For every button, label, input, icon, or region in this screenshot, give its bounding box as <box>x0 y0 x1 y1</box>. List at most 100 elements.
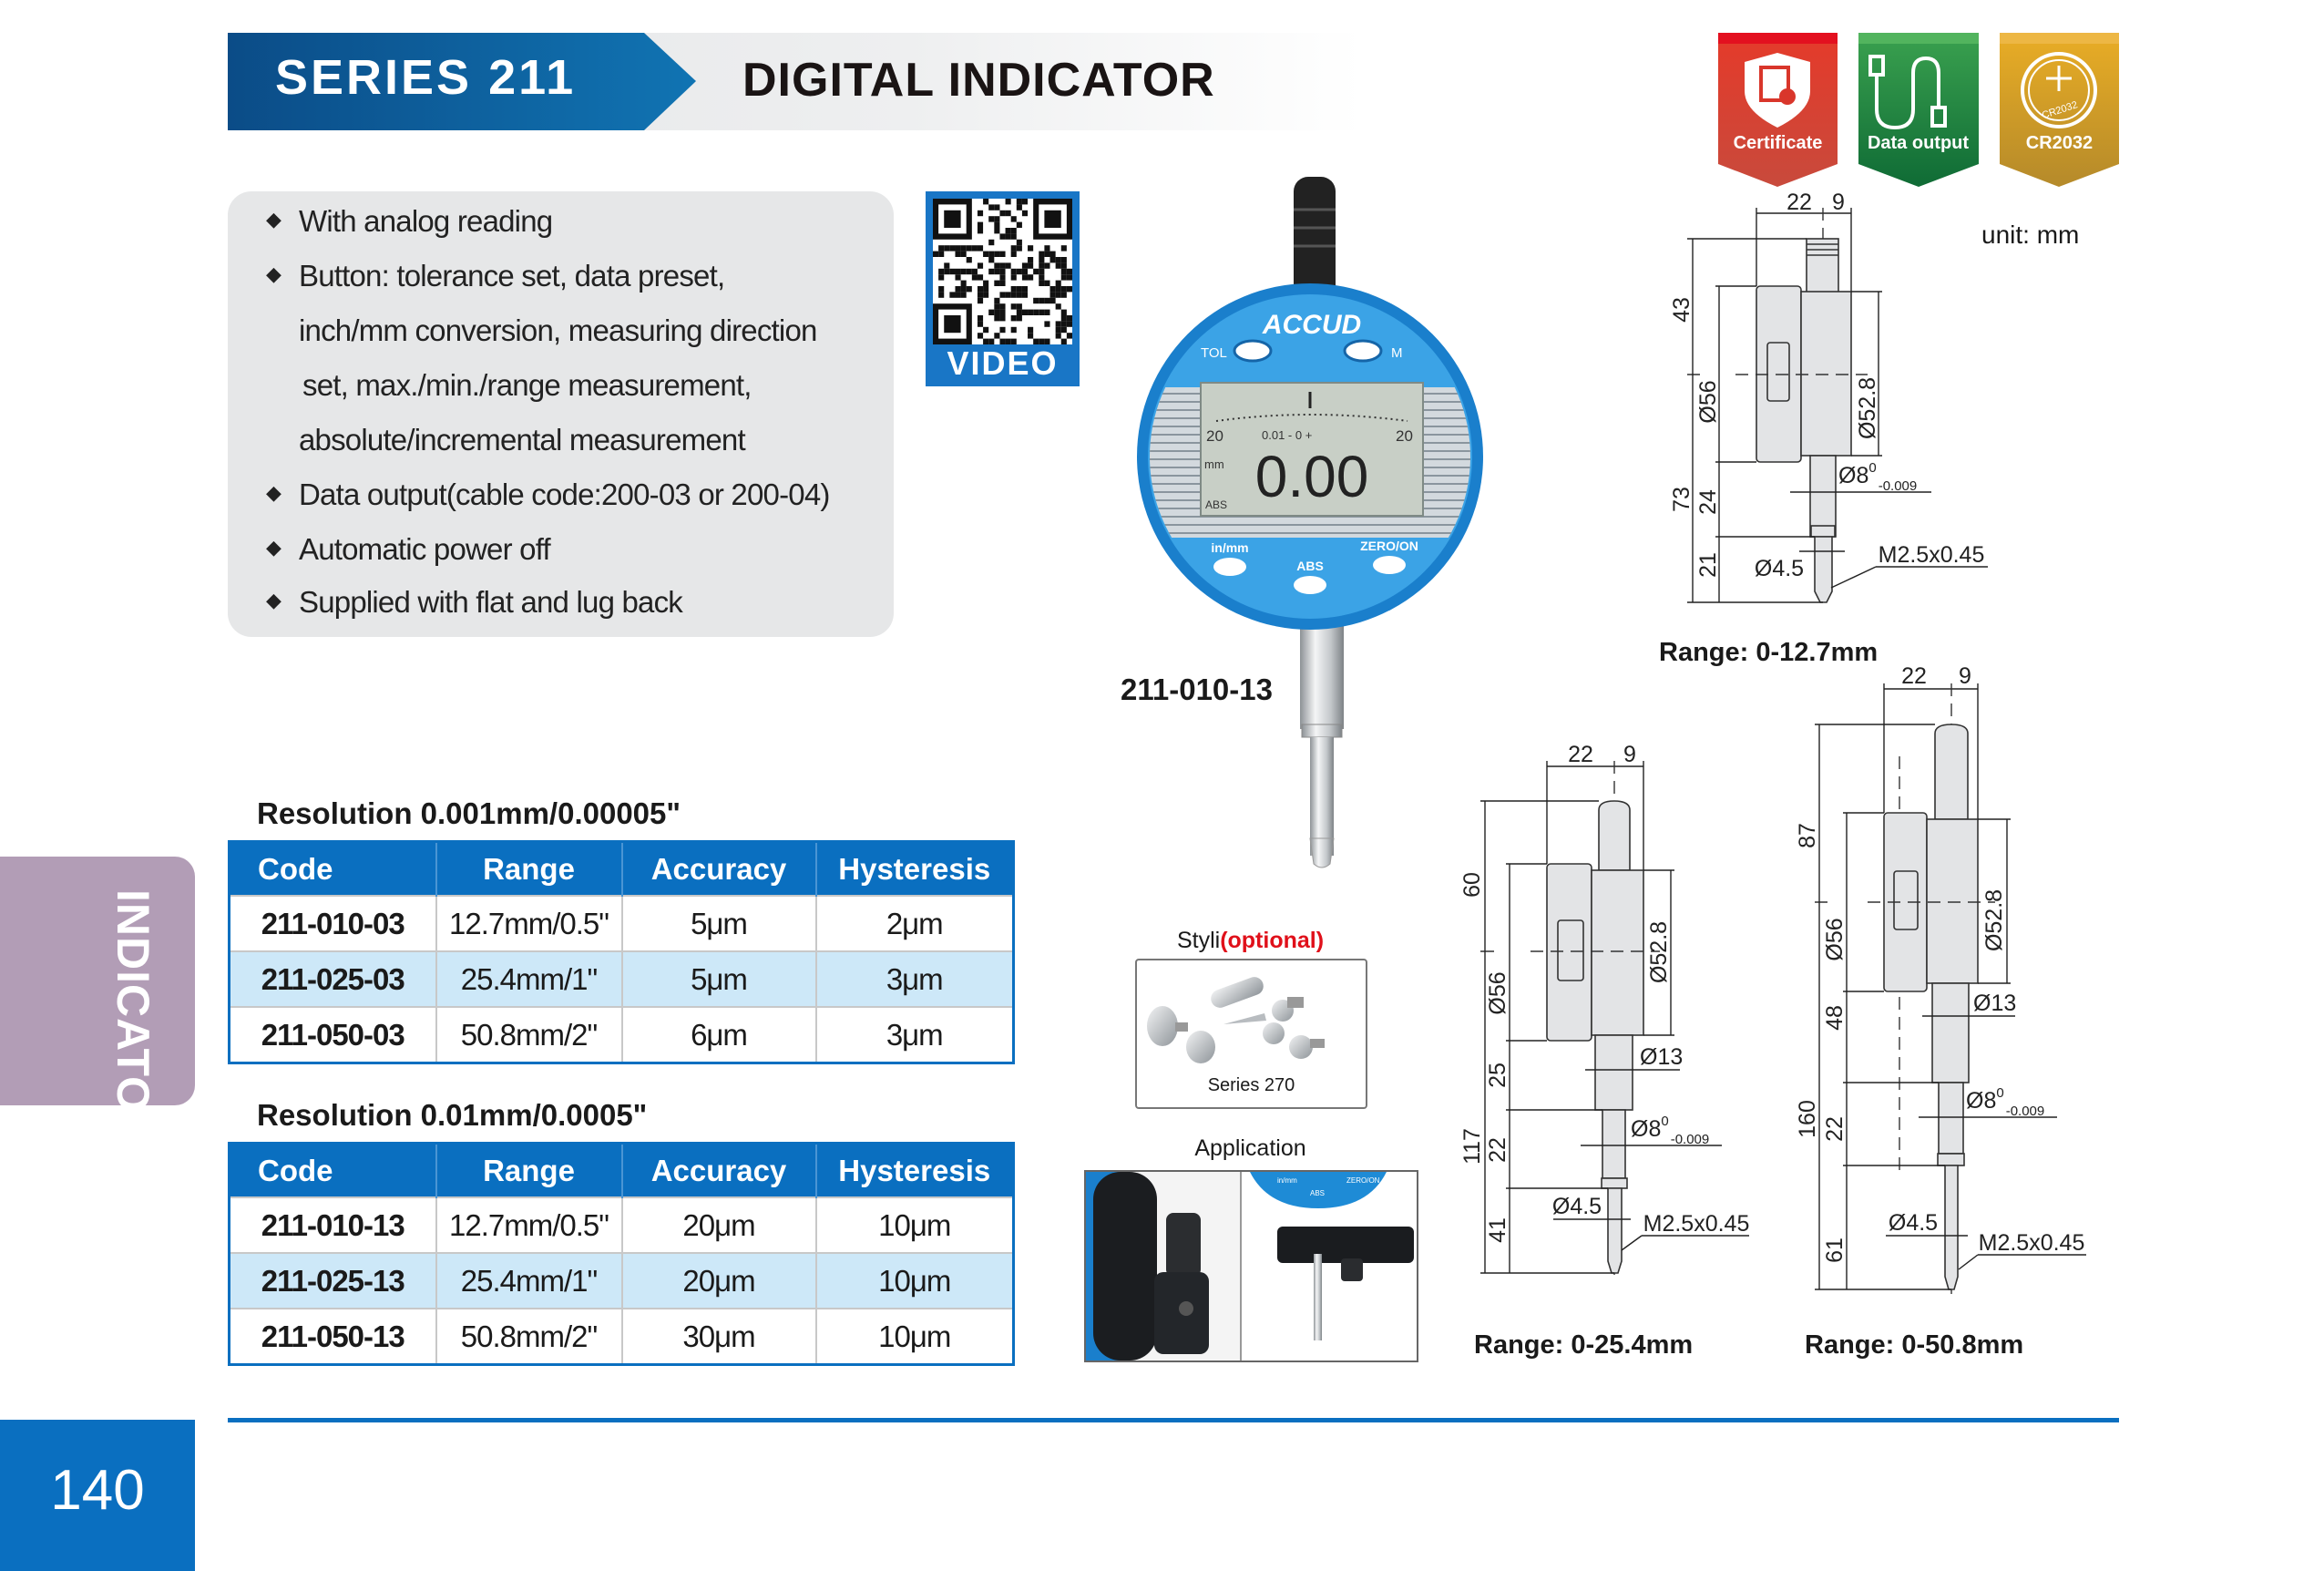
bullet-icon: ◆ <box>266 208 282 231</box>
dim-height-total: 117 <box>1459 1128 1485 1165</box>
m-button[interactable] <box>1343 339 1383 363</box>
lcd-range-right: 20 <box>1396 427 1413 445</box>
features-box: ◆ With analog reading ◆ Button: toleranc… <box>228 191 894 637</box>
table-header-row: Code Range Accuracy Hysteresis <box>229 841 1015 896</box>
cell-code: 211-010-13 <box>229 1196 437 1253</box>
cell-range: 25.4mm/1" <box>435 1252 623 1309</box>
dim-collar-length: 48 <box>1822 1005 1848 1031</box>
tol-label: TOL <box>1201 345 1227 361</box>
dim-thread: M2.5x0.45 <box>1643 1211 1750 1237</box>
feature-line: Button: tolerance set, data preset, <box>299 259 725 293</box>
cell-range: 12.7mm/0.5" <box>435 895 623 951</box>
abs-button[interactable] <box>1294 576 1326 594</box>
resolution-title-standard: Resolution 0.01mm/0.0005" <box>257 1098 648 1132</box>
unit-label: unit: mm <box>1981 221 2080 249</box>
app-inmm-label: in/mm <box>1277 1176 1297 1185</box>
series-label: SERIES 211 <box>275 50 577 105</box>
cell-code: 211-050-13 <box>229 1308 437 1365</box>
coin-battery-icon <box>2021 52 2097 128</box>
cell-accuracy: 30μm <box>621 1308 817 1365</box>
cell-accuracy: 20μm <box>621 1196 817 1253</box>
cell-range: 25.4mm/1" <box>435 950 623 1007</box>
cell-code: 211-010-03 <box>229 895 437 951</box>
inmm-label: in/mm <box>1211 540 1248 555</box>
dim-body-diameter: Ø56 <box>1485 971 1510 1014</box>
dim-height-total: 73 <box>1669 487 1694 512</box>
range-label-12-7: Range: 0-12.7mm <box>1659 638 1879 667</box>
dim-tip-length: 41 <box>1485 1217 1510 1243</box>
footer-divider <box>228 1418 2119 1422</box>
zero-on-label: ZERO/ON <box>1360 539 1418 553</box>
lcd-value: 0.00 <box>1255 444 1369 509</box>
lcd-scale: 0.01 - 0 + <box>1262 428 1312 442</box>
application-photo: in/mm ABS ZERO/ON <box>1086 1172 1414 1361</box>
bullet-icon: ◆ <box>266 589 282 611</box>
bullet-icon: ◆ <box>266 536 282 559</box>
page-number-box: 140 <box>0 1420 195 1571</box>
dim-body-diameter: Ø56 <box>1822 918 1848 960</box>
lcd-screen <box>1200 382 1424 517</box>
dim-body-diameter: Ø56 <box>1695 380 1721 423</box>
column-header-hysteresis: Hysteresis <box>815 1143 1015 1197</box>
inmm-button[interactable] <box>1213 558 1246 576</box>
certificate-badge <box>1718 33 1838 187</box>
table-row: 211-025-03 25.4mm/1" 5μm 3μm <box>229 950 1015 1007</box>
cell-hysteresis: 2μm <box>815 895 1015 951</box>
dim-thread: M2.5x0.45 <box>1979 1230 2085 1256</box>
lcd-range: 20 <box>1206 427 1223 445</box>
styli-illustration <box>1147 977 1325 1063</box>
cable-icon <box>1875 56 1940 130</box>
application-title: Application <box>1194 1135 1306 1161</box>
tol-button[interactable] <box>1233 339 1273 363</box>
cell-range: 50.8mm/2" <box>435 1006 623 1063</box>
feature-line: With analog reading <box>299 204 553 238</box>
dim-width-22: 22 <box>1568 742 1593 767</box>
battery-badge: CR2032 <box>2000 33 2119 187</box>
resolution-title-fine: Resolution 0.001mm/0.00005" <box>257 796 681 830</box>
cell-accuracy: 5μm <box>621 950 817 1007</box>
dim-collar-diameter: Ø13 <box>1973 991 2016 1016</box>
table-row: 211-010-03 12.7mm/0.5" 5μm 2μm <box>229 895 1015 951</box>
cell-hysteresis: 10μm <box>815 1308 1015 1365</box>
table-row: 211-025-13 25.4mm/1" 20μm 10μm <box>229 1252 1015 1309</box>
video-qr-link[interactable]: VIDEO <box>926 191 1080 386</box>
dim-back-diameter: Ø52.8 <box>1646 921 1672 983</box>
digital-indicator-image: ACCUD TOL M 20 mm 0.01 - 0 + 20 0.00 ABS… <box>1137 177 1483 868</box>
page-number: 140 <box>50 1459 145 1522</box>
certificate-badge-label: Certificate <box>1733 133 1823 153</box>
app-abs-label: ABS <box>1310 1189 1325 1197</box>
column-header-range: Range <box>435 841 623 896</box>
feature-line: Supplied with flat and lug back <box>299 585 683 619</box>
m-label: M <box>1391 345 1403 361</box>
dim-tip-diameter: Ø4.5 <box>1552 1194 1602 1219</box>
cell-accuracy: 5μm <box>621 895 817 951</box>
section-tab[interactable]: INDICATOR <box>0 857 195 1147</box>
brand-logo: ACCUD <box>1262 310 1361 340</box>
range-label-50-8: Range: 0-50.8mm <box>1805 1330 2024 1360</box>
dim-tip-diameter: Ø4.5 <box>1889 1210 1938 1236</box>
dim-collar-length: 25 <box>1485 1063 1510 1088</box>
cell-accuracy: 20μm <box>621 1252 817 1309</box>
abs-label: ABS <box>1296 559 1324 573</box>
data-output-badge <box>1858 33 1979 187</box>
title-banner: SERIES 211 DIGITAL INDICATOR <box>228 33 1363 130</box>
battery-badge-label: CR2032 <box>2025 133 2094 153</box>
series-banner: SERIES 211 <box>228 33 696 130</box>
optional-label: (optional) <box>1220 928 1325 953</box>
dim-stem-diameter: Ø80-0.009 <box>1966 1085 2044 1119</box>
spec-table-fine: Code Range Accuracy Hysteresis 211-010-0… <box>228 840 1015 1064</box>
spindle-sleeve <box>1300 620 1344 729</box>
dim-width-9: 9 <box>1959 663 1971 689</box>
dim-height-top: 43 <box>1669 297 1694 323</box>
zero-on-button[interactable] <box>1373 556 1406 574</box>
dim-back-diameter: Ø52.8 <box>1981 889 2007 951</box>
dim-stem-length: 22 <box>1822 1116 1848 1142</box>
dim-stem-diameter: Ø80-0.009 <box>1631 1114 1709 1147</box>
styli-image: Series 270 <box>1135 959 1367 1109</box>
styli-label: Styli <box>1176 928 1221 953</box>
column-header-range: Range <box>435 1143 623 1197</box>
section-tab-label: INDICATOR <box>107 889 159 1147</box>
data-output-badge-label: Data output <box>1867 133 1970 153</box>
dim-stem-length: 24 <box>1695 489 1721 515</box>
dim-height-top: 87 <box>1795 823 1820 848</box>
